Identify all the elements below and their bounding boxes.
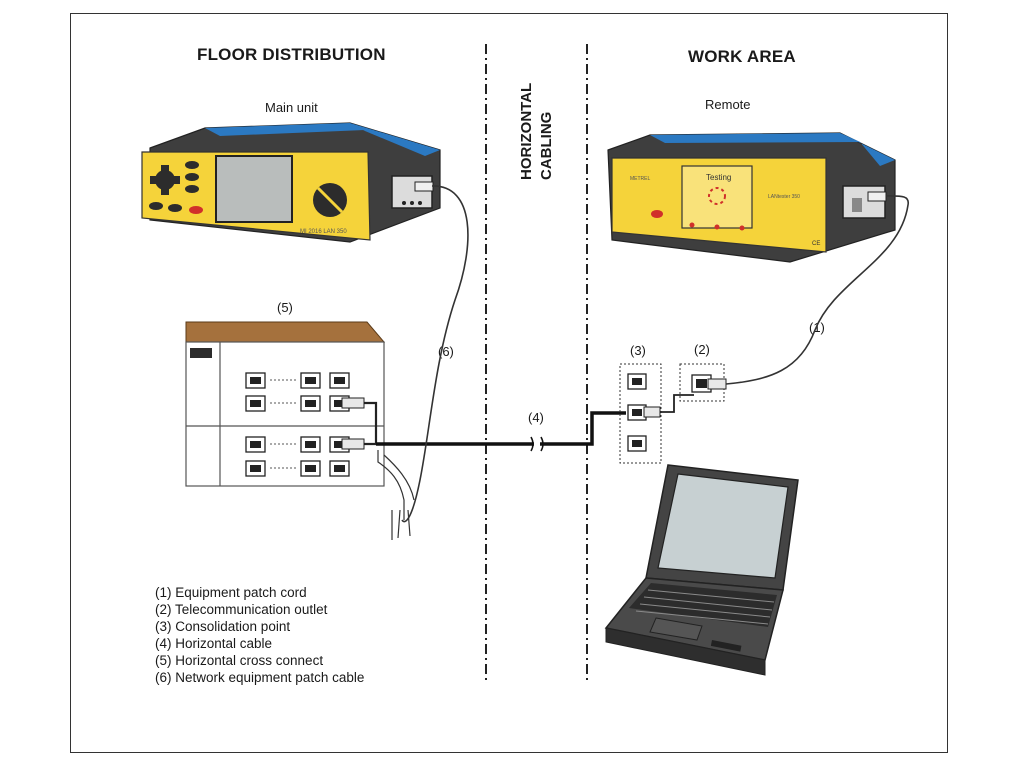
cp-to-outlet-cord [660, 394, 694, 413]
callout-4: (4) [528, 410, 544, 425]
laptop-touchpad [649, 617, 703, 641]
laptop [604, 464, 799, 676]
main-unit-start-key [189, 206, 203, 214]
legend-item-5: (5) Horizontal cross connect [155, 653, 324, 668]
remote-screen-text: Testing [706, 173, 731, 182]
main-unit-device: MI 2016 LAN 350 [141, 122, 441, 243]
legend: (1) Equipment patch cord (2) Telecommuni… [155, 584, 364, 686]
remote-ce-mark: CE [812, 241, 820, 247]
cross-connect-jumper [364, 401, 378, 446]
work-area-title: WORK AREA [688, 47, 796, 66]
main-unit-keypad [149, 161, 203, 214]
legend-item-3: (3) Consolidation point [155, 619, 291, 634]
main-unit-label: Main unit [265, 100, 318, 115]
remote-device: Testing METREL LANtester 350 CE [607, 132, 896, 263]
legend-item-2: (2) Telecommunication outlet [155, 602, 328, 617]
floor-distribution-title: FLOOR DISTRIBUTION [197, 45, 386, 64]
consolidation-point [619, 363, 662, 464]
horizontal-cable [376, 411, 626, 446]
laptop-keyboard [629, 583, 777, 627]
legend-item-6: (6) Network equipment patch cable [155, 670, 365, 685]
rack-ports [245, 372, 350, 477]
callout-2: (2) [694, 342, 710, 357]
remote-status-panel [681, 165, 753, 229]
remote-brand-text: LANtester 350 [768, 194, 800, 200]
callout-1: (1) [809, 320, 825, 335]
remote-label: Remote [705, 97, 751, 112]
telecommunication-outlet [679, 363, 727, 402]
horizontal-cross-connect [185, 321, 386, 487]
callout-5: (5) [277, 300, 293, 315]
laptop-screen [657, 473, 789, 579]
main-unit-screen [215, 155, 293, 223]
legend-item-1: (1) Equipment patch cord [155, 585, 307, 600]
main-unit-model-text: MI 2016 LAN 350 [300, 229, 347, 235]
diagram-frame [70, 13, 948, 753]
network-equipment-patch-cable [401, 185, 469, 523]
equipment-patch-cord [725, 195, 910, 385]
legend-item-4: (4) Horizontal cable [155, 636, 273, 651]
callout-3: (3) [630, 343, 646, 358]
remote-small-text: METREL [630, 176, 651, 182]
